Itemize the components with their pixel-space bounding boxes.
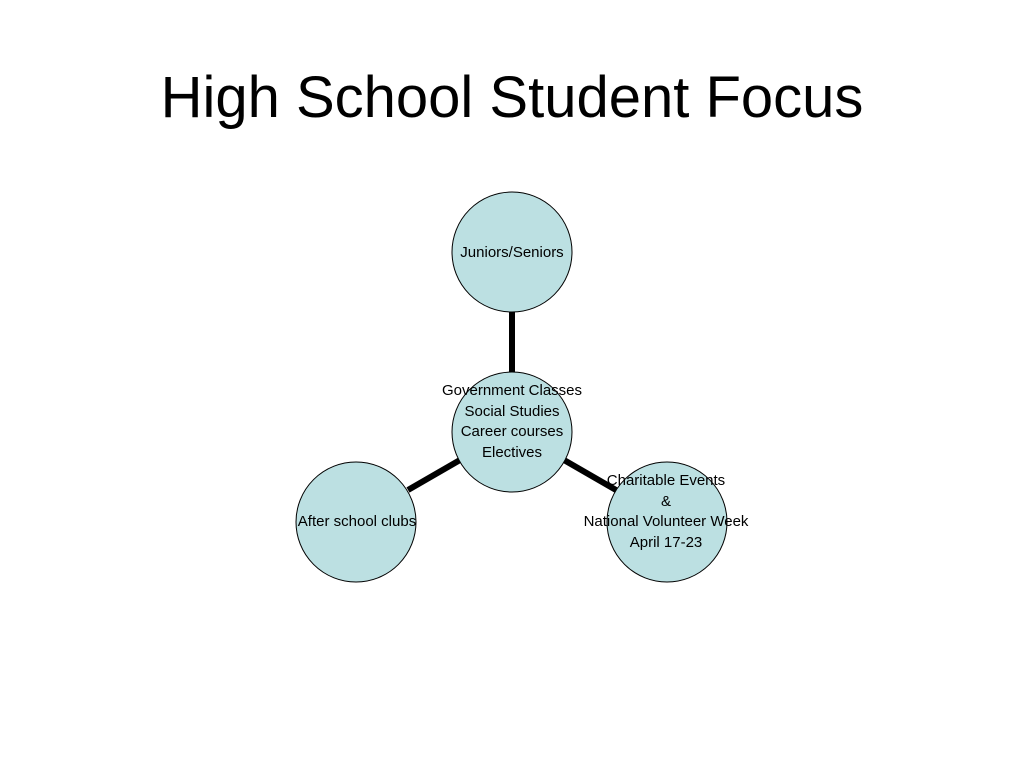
node-bottom-right-line: National Volunteer Week: [583, 513, 749, 530]
node-center-line: Career courses: [460, 423, 564, 440]
node-bottom-right-label: Charitable Events & National Volunteer W…: [584, 471, 749, 553]
node-top-line: Juniors/Seniors: [460, 243, 564, 261]
slide-title: High School Student Focus: [160, 65, 864, 130]
node-center-line: Social Studies: [464, 402, 560, 420]
node-center-line: Electives: [481, 443, 543, 461]
node-top-circle: [451, 191, 573, 313]
node-bottom-left-label: After school clubs: [298, 512, 416, 533]
node-center-label: Government Classes Social Studies Career…: [442, 381, 582, 463]
node-bottom-right-line: April 17-23: [629, 533, 703, 551]
node-bottom-left-circle: [295, 461, 417, 583]
connector-bottom-left: [406, 457, 462, 493]
node-bottom-right-line: Charitable Events: [606, 472, 726, 489]
node-center-circle: [451, 371, 573, 493]
node-center-line: Government Classes: [441, 382, 583, 399]
connector-bottom-right: [562, 457, 618, 493]
node-top-label: Juniors/Seniors: [460, 243, 563, 264]
node-bottom-right-circle: [606, 461, 728, 583]
node-bottom-right-line: &: [660, 492, 672, 510]
node-bottom-left-line: After school clubs: [297, 512, 417, 530]
